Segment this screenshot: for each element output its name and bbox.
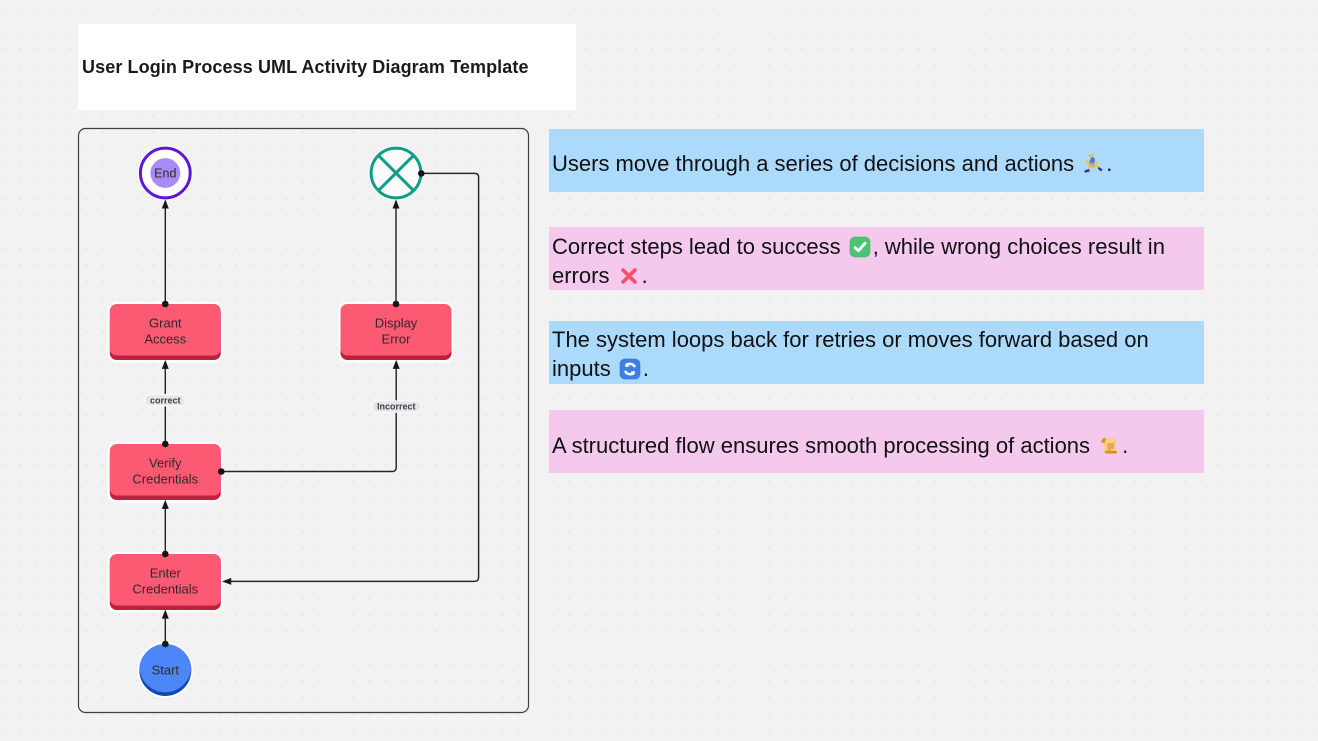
note-success-errors[interactable]: Correct steps lead to success , while wr… xyxy=(549,227,1204,290)
board-title: User Login Process UML Activity Diagram … xyxy=(82,56,529,77)
merge-node-x xyxy=(377,154,415,192)
enter-credentials-box[interactable] xyxy=(109,554,221,606)
start-node-label: Start xyxy=(152,663,180,678)
board-title-card[interactable]: User Login Process UML Activity Diagram … xyxy=(78,24,576,110)
note-success-errors-text: Correct steps lead to success , while wr… xyxy=(552,234,1165,288)
verify-credentials-label-line2: Credentials xyxy=(132,471,198,486)
activity-diagram: End Grant Access Display Error V xyxy=(77,127,530,714)
dot-start-enter xyxy=(162,640,169,648)
node-enter-credentials[interactable]: Enter Credentials xyxy=(107,552,223,613)
arrowhead-enter-verify xyxy=(161,499,169,509)
grant-access-label-line1: Grant xyxy=(149,316,182,331)
arrowhead-verify-displayerror xyxy=(392,359,400,369)
start-node-circle[interactable] xyxy=(139,640,192,693)
arrowhead-start-enter xyxy=(161,609,169,619)
connector-verify-displayerror[interactable] xyxy=(221,361,397,473)
dot-merge-enter xyxy=(418,170,425,177)
display-error-label-line1: Display xyxy=(375,316,418,331)
node-display-error[interactable]: Display Error xyxy=(338,302,454,363)
dot-enter-verify xyxy=(162,550,169,558)
node-merge[interactable] xyxy=(368,145,424,201)
note-structured-flow-text: A structured flow ensures smooth process… xyxy=(552,433,1129,458)
node-grant-access[interactable]: Grant Access xyxy=(107,302,223,363)
end-node-label: End xyxy=(154,166,176,180)
enter-credentials-label-line1: Enter xyxy=(150,566,182,581)
grant-access-box[interactable] xyxy=(109,304,221,356)
note-structured-flow[interactable]: A structured flow ensures smooth process… xyxy=(549,410,1204,473)
connector-merge-enter[interactable] xyxy=(223,172,480,583)
dot-grant-end xyxy=(162,300,169,308)
label-incorrect[interactable]: Incorrect xyxy=(377,402,416,412)
connector-labels: correct Incorrect xyxy=(144,394,422,413)
dot-verify-displayerror xyxy=(218,468,225,475)
scroll-emoji-icon xyxy=(1098,435,1120,457)
arrowhead-displayerror-merge xyxy=(392,199,400,209)
check-emoji-icon xyxy=(849,236,871,258)
cross-emoji-icon xyxy=(618,265,640,287)
node-verify-credentials[interactable]: Verify Credentials xyxy=(107,442,223,503)
label-correct[interactable]: correct xyxy=(150,395,181,405)
note-loops-text: The system loops back for retries or mov… xyxy=(552,327,1149,381)
node-start[interactable]: Start xyxy=(137,640,194,698)
display-error-box[interactable] xyxy=(340,304,452,356)
verify-credentials-box[interactable] xyxy=(109,444,221,496)
arrowhead-verify-grant xyxy=(161,359,169,369)
dot-displayerror-merge xyxy=(392,300,400,308)
runner-emoji-icon xyxy=(1082,153,1104,175)
label-pill-incorrect-fill xyxy=(372,401,420,412)
node-end[interactable]: End xyxy=(137,145,193,201)
cycle-emoji-icon xyxy=(619,358,641,380)
arrowhead-grant-end xyxy=(161,199,169,209)
verify-credentials-label-line1: Verify xyxy=(149,456,182,471)
enter-credentials-label-line2: Credentials xyxy=(132,581,198,596)
grant-access-label-line2: Access xyxy=(144,331,186,346)
label-pill-correct-fill xyxy=(145,395,185,406)
connectors xyxy=(164,172,480,644)
dot-verify-grant xyxy=(162,440,169,448)
note-decisions-text: Users move through a series of decisions… xyxy=(552,151,1113,176)
diagram-frame[interactable] xyxy=(77,127,530,714)
end-node-core[interactable] xyxy=(150,158,181,188)
connector-endpoints xyxy=(161,170,425,648)
note-decisions[interactable]: Users move through a series of decisions… xyxy=(549,129,1204,192)
display-error-label-line2: Error xyxy=(382,331,412,346)
arrowhead-merge-enter xyxy=(222,577,232,585)
note-loops[interactable]: The system loops back for retries or mov… xyxy=(549,321,1204,384)
